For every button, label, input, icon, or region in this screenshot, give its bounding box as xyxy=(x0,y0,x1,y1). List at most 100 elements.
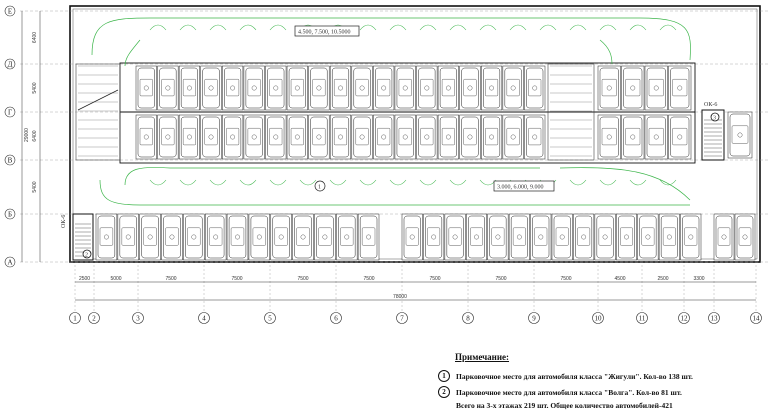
parking-space xyxy=(734,213,756,261)
col-axis-bubble xyxy=(88,312,100,324)
parking-space xyxy=(157,65,179,111)
bottom-dimension: 7500 xyxy=(429,276,440,282)
parking-space xyxy=(308,65,330,111)
parking-space xyxy=(394,114,416,160)
parking-space xyxy=(668,114,692,160)
bottom-dimension: 4500 xyxy=(614,276,625,282)
col-axis-bubble xyxy=(69,312,81,324)
col-axis-label: 12 xyxy=(681,315,689,323)
col-axis-bubble xyxy=(750,312,762,324)
row-axis-bubble xyxy=(4,256,16,268)
parking-space xyxy=(292,213,314,261)
parking-space xyxy=(713,213,735,261)
col-axis-bubble xyxy=(132,312,144,324)
route-path xyxy=(99,179,690,206)
svg-text:2: 2 xyxy=(85,253,88,259)
col-axis-label: 9 xyxy=(532,315,536,323)
parking-space xyxy=(459,65,481,111)
col-axis-label: 3 xyxy=(136,315,140,323)
parking-space xyxy=(183,213,205,261)
row-axis-bubble xyxy=(4,5,16,17)
parking-space xyxy=(644,65,668,111)
col-axis-label: 13 xyxy=(711,315,719,323)
parking-space xyxy=(200,114,222,160)
row-axis-bubble xyxy=(4,106,16,118)
col-axis-bubble xyxy=(264,312,276,324)
parking-space xyxy=(573,213,595,261)
parking-space xyxy=(616,213,637,261)
ramp-right xyxy=(547,63,595,161)
parking-space xyxy=(286,114,308,160)
parking-space xyxy=(416,114,438,160)
col-axis-bubble xyxy=(708,312,720,324)
parking-space xyxy=(437,114,459,160)
parking-space xyxy=(135,114,157,160)
parking-space xyxy=(401,213,423,261)
parking-space xyxy=(265,65,287,111)
parking-space xyxy=(222,114,244,160)
svg-text:1: 1 xyxy=(318,185,321,191)
row-axis-label: Б xyxy=(8,211,12,219)
ramp-left xyxy=(75,63,121,161)
parking-space xyxy=(481,65,503,111)
bottom-dimension: 2500 xyxy=(79,276,90,282)
parking-space xyxy=(135,65,157,111)
parking-space xyxy=(437,65,459,111)
note-item-1: 1 Парковочное место для автомобиля класс… xyxy=(438,370,693,382)
note-item-2: 2 Парковочное место для автомобиля класс… xyxy=(438,386,682,398)
parking-space xyxy=(336,213,358,261)
svg-text:ОК-6: ОК-6 xyxy=(61,215,67,228)
route-path xyxy=(124,167,540,186)
bottom-dimension: 7500 xyxy=(231,276,242,282)
col-axis-label: 10 xyxy=(595,315,603,323)
col-axis-label: 8 xyxy=(466,315,470,323)
row-axis-bubble xyxy=(4,154,16,166)
note-1-marker: 1 xyxy=(438,370,450,382)
bottom-dimension: 7500 xyxy=(165,276,176,282)
parking-space xyxy=(265,114,287,160)
parking-space xyxy=(658,213,680,261)
parking-space xyxy=(444,213,466,261)
parking-space xyxy=(530,213,552,261)
parking-space xyxy=(243,114,265,160)
svg-text:3: 3 xyxy=(713,116,716,122)
parking-space xyxy=(524,114,546,160)
col-axis-label: 2 xyxy=(92,315,96,323)
parking-space xyxy=(178,65,200,111)
parking-space xyxy=(308,114,330,160)
col-axis-label: 14 xyxy=(753,315,761,323)
col-axis-label: 1 xyxy=(73,315,77,323)
parking-space xyxy=(594,213,616,261)
parking-space xyxy=(351,114,373,160)
overall-length-dimension: 78000 xyxy=(393,294,407,300)
parking-space xyxy=(423,213,445,261)
col-axis-bubble xyxy=(396,312,408,324)
parking-space xyxy=(222,65,244,111)
col-axis-label: 5 xyxy=(268,315,272,323)
parking-space xyxy=(680,213,702,261)
bottom-dimension: 7500 xyxy=(297,276,308,282)
row-axis-label: А xyxy=(7,259,12,267)
parking-space xyxy=(416,65,438,111)
parking-space xyxy=(597,114,621,160)
row-axis-bubble xyxy=(4,58,16,70)
structural-grid xyxy=(20,10,768,312)
left-dimension: 5400 xyxy=(32,82,38,93)
svg-text:ОК-6: ОК-6 xyxy=(704,102,717,108)
row-axis-label: Е xyxy=(8,8,12,16)
row-axis-bubble xyxy=(4,208,16,220)
col-axis-bubble xyxy=(592,312,604,324)
level-box-top: 4.500, 7.500, 10.5000 xyxy=(294,25,360,37)
svg-text:4.500, 7.500, 10.5000: 4.500, 7.500, 10.5000 xyxy=(298,30,351,36)
parking-space xyxy=(394,65,416,111)
parking-space xyxy=(95,213,118,261)
parking-space xyxy=(178,114,200,160)
col-axis-bubble xyxy=(198,312,210,324)
parking-space xyxy=(357,213,380,261)
traffic-routes xyxy=(91,17,691,206)
parking-space xyxy=(597,65,621,111)
row-axis-label: В xyxy=(8,157,13,165)
parking-space xyxy=(226,213,249,261)
